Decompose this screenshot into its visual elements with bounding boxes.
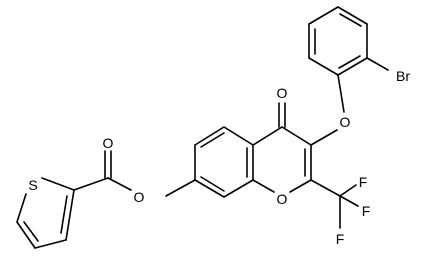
atom-label-bromine: Br: [396, 68, 410, 84]
atom-label-fluorine-top: F: [359, 174, 368, 190]
bond: [65, 189, 75, 241]
pyranone-ring: [252, 126, 312, 193]
bromophenyl-ring: [308, 6, 368, 76]
bond: [16, 193, 27, 223]
double-bond-inner: [23, 221, 39, 242]
double-bond-inner: [60, 195, 68, 234]
bond: [194, 179, 225, 198]
bond: [289, 179, 312, 193]
thiophene-ring: [16, 177, 75, 249]
benzo-ring: [194, 126, 254, 198]
bond: [252, 179, 275, 193]
bond-c2-cf3: [310, 179, 341, 197]
bond: [194, 126, 225, 146]
atom-label-sulfur: S: [28, 177, 37, 193]
atom-label-fluorine-bottom: F: [336, 231, 345, 247]
bond: [223, 126, 254, 146]
atom-label-ring-oxygen: O: [277, 191, 288, 207]
atom-label-carbonyl-oxygen: O: [103, 135, 114, 151]
bond-o-carbonyl: [107, 177, 132, 191]
bond: [281, 126, 312, 146]
bond-aryl-o: [337, 74, 345, 113]
bond: [337, 6, 368, 25]
double-bond-inner: [338, 55, 361, 69]
double-bond-inner: [200, 176, 225, 192]
bond: [16, 221, 36, 249]
bond: [41, 177, 75, 191]
bond-c-f: [339, 195, 359, 207]
atom-label-ketone-oxygen: O: [277, 85, 288, 101]
bond-c-br: [366, 57, 389, 71]
double-bond-inner: [339, 13, 362, 27]
atom-label-ester-oxygen: O: [134, 189, 145, 205]
bond: [308, 57, 339, 76]
bond-carbonyl-thiophene: [73, 177, 109, 191]
bond: [337, 57, 368, 76]
bond: [308, 6, 339, 25]
bond-o-c3: [310, 129, 338, 146]
double-bond-inner: [200, 132, 225, 148]
bond: [252, 126, 283, 146]
bond-c7-o: [165, 179, 196, 197]
atom-label-ether-oxygen: O: [340, 114, 351, 130]
atom-label-fluorine-right: F: [362, 203, 371, 219]
bond-c-f: [339, 184, 357, 197]
bond: [223, 179, 254, 198]
bond: [34, 239, 67, 249]
